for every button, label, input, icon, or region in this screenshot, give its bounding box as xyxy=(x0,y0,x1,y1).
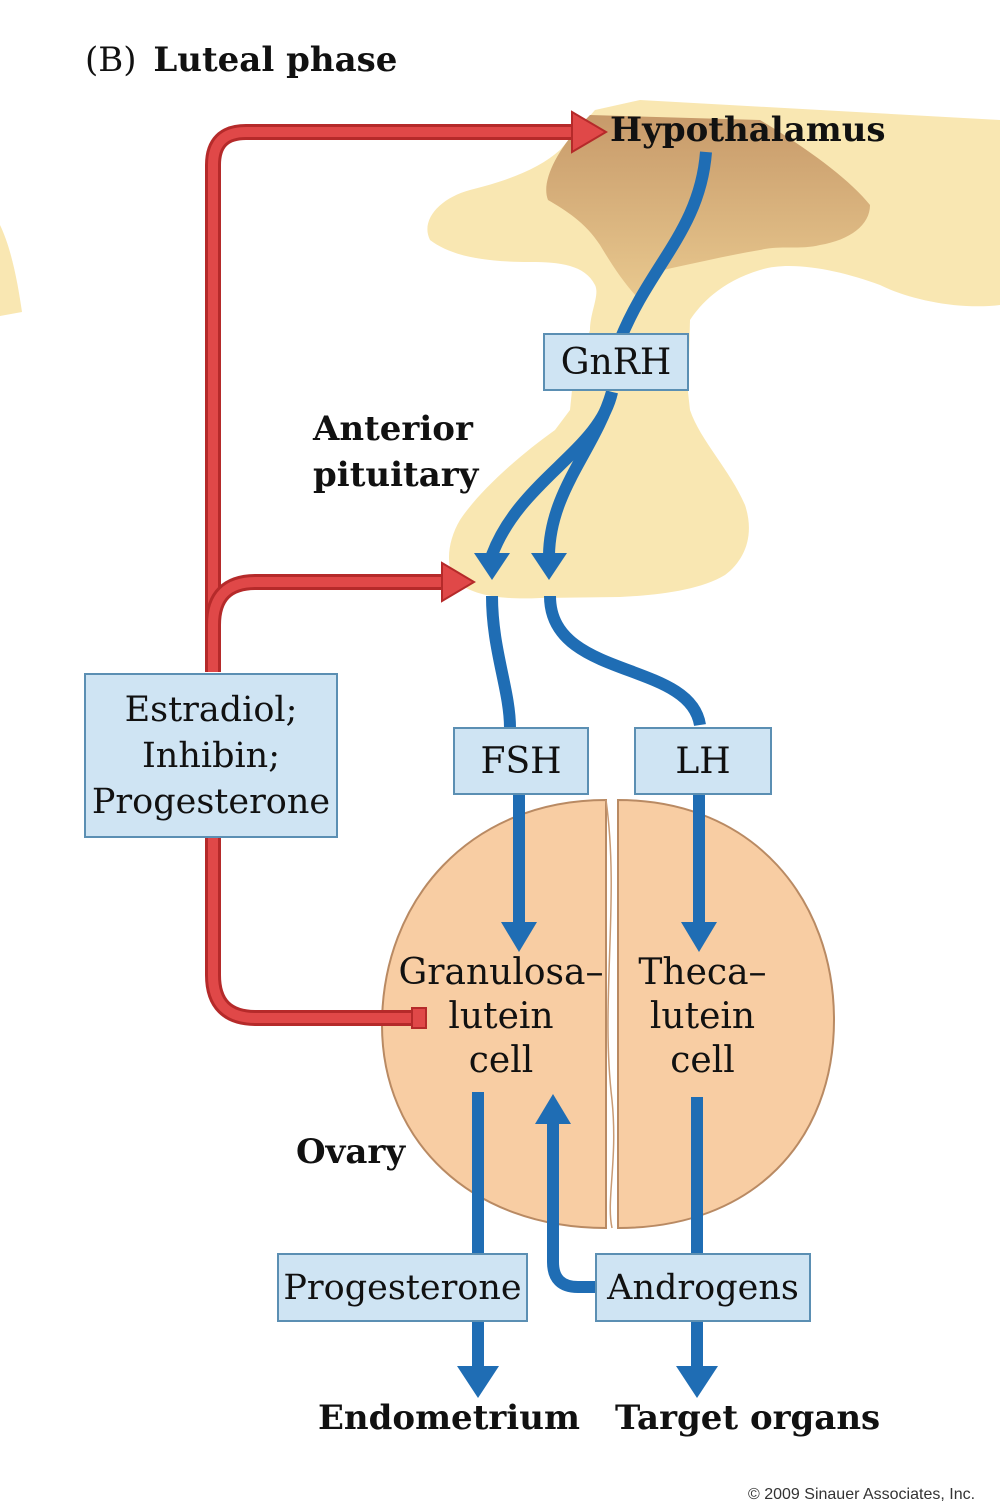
feedback-start-ovary xyxy=(411,1007,427,1029)
theca-lutein-cell-label: Theca– lutein cell xyxy=(638,952,767,1081)
copyright-notice: © 2009 Sinauer Associates, Inc. xyxy=(748,1486,976,1503)
gnrh-box: GnRH xyxy=(543,333,689,391)
arrowhead-fsh-to-granulosa xyxy=(501,922,537,952)
arrowhead-lh-to-theca xyxy=(681,922,717,952)
hypothalamus-label: Hypothalamus xyxy=(610,110,886,150)
hypothalamus-region xyxy=(546,115,870,300)
androgens-box: Androgens xyxy=(595,1253,811,1322)
panel-letter: (B) xyxy=(85,40,137,80)
arrowhead-to-target-organs xyxy=(676,1366,718,1398)
endometrium-label: Endometrium xyxy=(318,1398,580,1438)
arrowhead-androgens-to-granulosa xyxy=(535,1094,571,1124)
granulosa-lutein-cell-label: Granulosa– lutein cell xyxy=(398,952,604,1081)
target-organs-label: Target organs xyxy=(615,1398,881,1438)
panel-heading: (B) Luteal phase xyxy=(85,40,397,80)
arrowhead-to-endometrium xyxy=(457,1366,499,1398)
anterior-pituitary-label: Anterior pituitary xyxy=(313,409,479,495)
arrowhead-lh-release xyxy=(531,553,567,580)
feedback-arrowhead-pituitary xyxy=(441,561,476,603)
tissue-fragment xyxy=(0,225,22,316)
stimulatory-pathway xyxy=(472,151,712,1370)
progesterone-box: Progesterone xyxy=(277,1253,528,1322)
feedback-pathway xyxy=(205,124,575,1026)
arrowhead-fsh-release xyxy=(474,553,510,580)
fsh-box: FSH xyxy=(453,727,589,795)
feedback-arrowhead-hypothalamus xyxy=(571,110,608,154)
ovary-label: Ovary xyxy=(296,1132,406,1172)
feedback-hormones-box: Estradiol; Inhibin; Progesterone xyxy=(84,673,338,838)
panel-title: Luteal phase xyxy=(153,40,398,80)
lh-box: LH xyxy=(634,727,772,795)
